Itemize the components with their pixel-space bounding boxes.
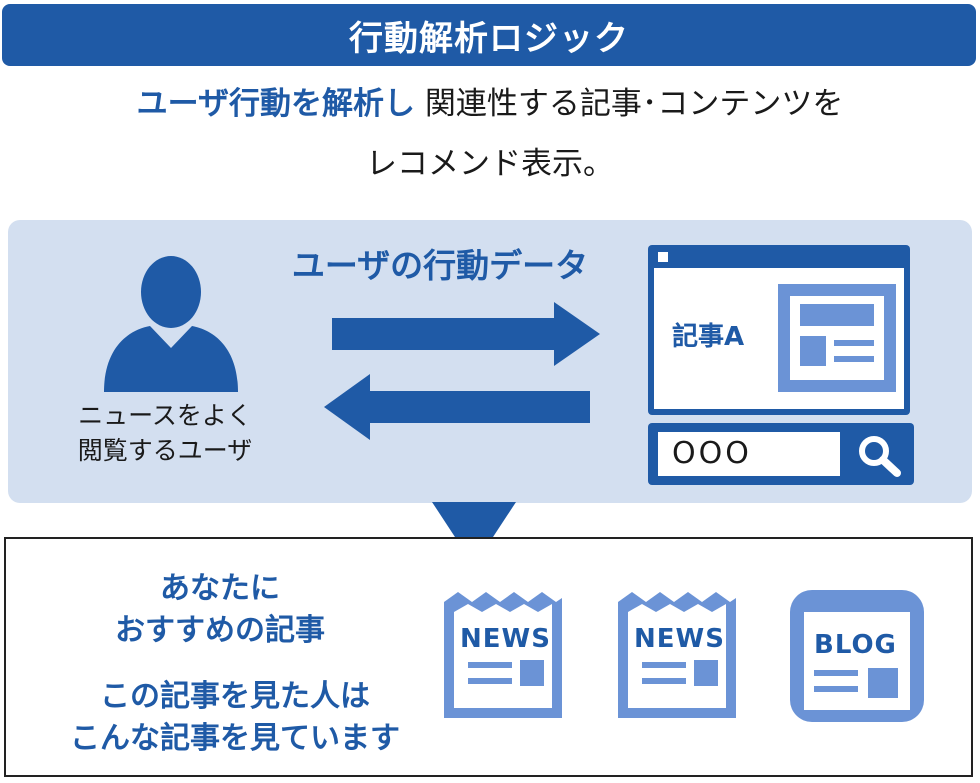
arrow-right-icon bbox=[332, 302, 600, 366]
arrow-left-icon bbox=[324, 374, 590, 440]
recommendation-heading: あなたに おすすめの記事 bbox=[60, 568, 380, 652]
user-caption-line-2: 閲覧するユーザ bbox=[77, 436, 253, 465]
also-viewed-heading: この記事を見た人は こんな記事を見ています bbox=[30, 676, 440, 760]
user-icon bbox=[104, 256, 238, 392]
news-card-label: NEWS bbox=[460, 624, 551, 654]
subtitle-rest: 関連性する記事･コンテンツを bbox=[415, 86, 844, 122]
blog-card[interactable]: BLOG bbox=[790, 590, 924, 722]
page-title: 行動解析ロジック bbox=[349, 18, 629, 59]
subtitle-line-1: ユーザ行動を解析し 関連性する記事･コンテンツを bbox=[0, 82, 980, 126]
newspaper-icon bbox=[444, 592, 562, 718]
browser-window-dot bbox=[658, 252, 668, 262]
recommendation-heading-line-1: あなたに bbox=[160, 571, 280, 606]
news-card[interactable]: NEWS bbox=[438, 590, 568, 722]
down-arrow-icon bbox=[432, 502, 516, 566]
recommendation-heading-line-2: おすすめの記事 bbox=[115, 613, 325, 648]
search-input[interactable] bbox=[658, 432, 840, 476]
user-caption-line-1: ニュースをよく bbox=[78, 401, 252, 430]
user-caption: ニュースをよく 閲覧するユーザ bbox=[40, 398, 290, 468]
behavior-data-label: ユーザの行動データ bbox=[291, 246, 589, 285]
also-viewed-heading-line-1: この記事を見た人は bbox=[100, 679, 370, 714]
subtitle-line-2: レコメンド表示。 bbox=[366, 146, 614, 182]
news-card-label: NEWS bbox=[634, 624, 725, 654]
blog-icon bbox=[790, 590, 924, 722]
also-viewed-heading-line-2: こんな記事を見ています bbox=[70, 721, 400, 756]
title-banner: 行動解析ロジック bbox=[2, 4, 976, 66]
subtitle-highlight: ユーザ行動を解析し bbox=[136, 86, 416, 122]
search-icon[interactable] bbox=[852, 432, 908, 478]
search-input-text: OOO bbox=[672, 436, 752, 471]
article-label: 記事A bbox=[672, 322, 745, 352]
article-document-icon bbox=[778, 284, 896, 392]
blog-card-label: BLOG bbox=[814, 630, 897, 660]
newspaper-icon bbox=[618, 592, 736, 718]
news-card[interactable]: NEWS bbox=[612, 590, 742, 722]
